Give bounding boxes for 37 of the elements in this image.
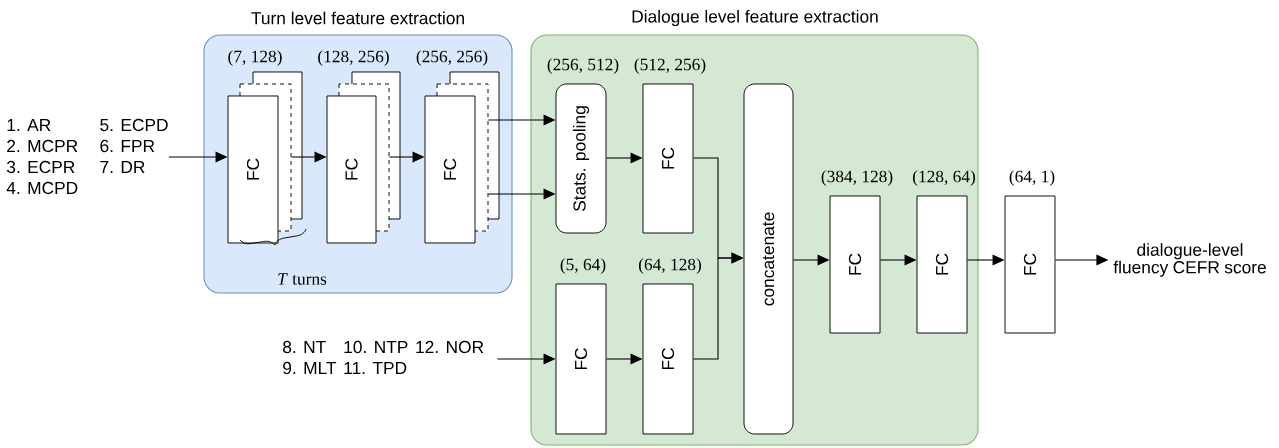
node-label: Turn level feature extraction xyxy=(251,11,464,25)
feature-label: 3. ECPR xyxy=(6,160,75,174)
feature-label: 9. MLT xyxy=(283,361,337,375)
layer-box: FC xyxy=(227,95,279,244)
layer-size-label: (64, 128) xyxy=(639,258,701,274)
feature-label: 5. ECPD xyxy=(100,118,168,132)
brace-label: T turns xyxy=(278,273,327,285)
layer-size-label: (7, 128) xyxy=(228,50,282,66)
layer-size-label: (384, 128) xyxy=(821,170,893,186)
feature-label: 2. MCPR xyxy=(7,139,78,153)
feature-label: 7. DR xyxy=(100,161,145,173)
layer-size-label: (128, 64) xyxy=(913,170,975,186)
feature-label: 1. AR xyxy=(7,119,51,131)
output-label: dialogue-level fluency CEFR score xyxy=(1113,243,1266,277)
layer-box: FC xyxy=(642,283,694,435)
layer-box: FC xyxy=(424,95,476,244)
layer-size-label: (5, 64) xyxy=(560,258,606,274)
layer-size-label: (64, 1) xyxy=(1009,170,1055,186)
feature-label: 8. NT xyxy=(283,340,326,354)
feature-label: 4. MCPD xyxy=(6,181,78,195)
layer-box: FC xyxy=(916,195,968,334)
feature-label: 12. NOR xyxy=(416,340,484,354)
layer-box: FC xyxy=(829,195,881,334)
feature-label: 11. TPD xyxy=(344,362,407,374)
layer-size-label: (256, 512) xyxy=(547,58,619,74)
layer-box: FC xyxy=(326,95,377,244)
layer-size-label: (256, 256) xyxy=(416,50,488,66)
layer-size-label: (512, 256) xyxy=(634,58,706,74)
node-label: Dialogue level feature extraction xyxy=(632,9,878,27)
layer-box: FC xyxy=(1004,195,1056,334)
layer-box: Stats. pooling xyxy=(555,83,607,234)
layer-size-label: (128, 256) xyxy=(318,50,389,66)
feature-label: 10. NTP xyxy=(344,340,408,354)
feature-label: 6. FPR xyxy=(100,139,155,153)
layer-box: FC xyxy=(555,283,607,435)
layer-box: concatenate xyxy=(743,83,794,435)
layer-box: FC xyxy=(642,83,694,234)
